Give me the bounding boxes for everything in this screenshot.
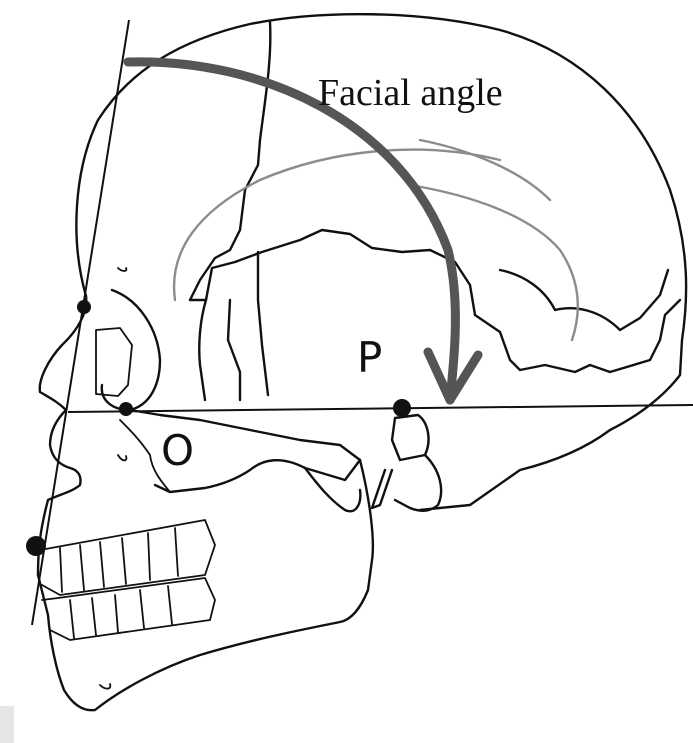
styloid-process: [372, 470, 392, 508]
lower-teeth: [42, 578, 215, 640]
orbitale-label: O: [161, 426, 194, 475]
mandible: [38, 460, 373, 710]
lambdoid-suture: [500, 270, 668, 330]
facial-angle-title: Facial angle: [318, 72, 503, 114]
nasal-bone-mark: [118, 268, 126, 271]
porion-label: P: [357, 333, 382, 382]
facial-line: [32, 20, 129, 625]
infraorbital-mark: [118, 455, 126, 460]
brain-outline-inner: [410, 185, 578, 340]
corner-mark: [0, 706, 14, 743]
upper-teeth: [40, 520, 215, 595]
external-ear-canal: [392, 415, 429, 460]
mandibular-notch: [305, 468, 360, 511]
mental-foramen: [100, 684, 110, 689]
frankfort-horizontal-line: [68, 405, 693, 412]
orbitale-dot: [119, 402, 133, 416]
sphenoid-suture: [199, 252, 268, 400]
porion-dot: [393, 399, 411, 417]
prosthion-dot: [26, 536, 46, 556]
nasion-dot: [77, 300, 91, 314]
mastoid-process: [395, 455, 441, 511]
